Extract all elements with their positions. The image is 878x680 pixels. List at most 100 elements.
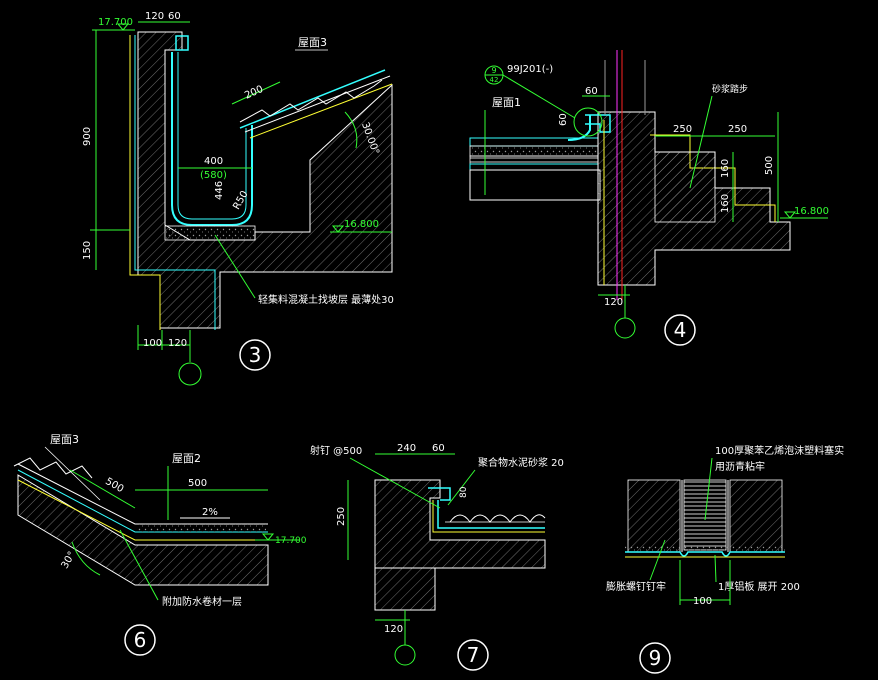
detail4-dim-500: 500 bbox=[764, 156, 775, 175]
detail6-layer-yellow bbox=[17, 479, 268, 541]
detail3-note: 轻集料混凝土找坡层 最薄处30 bbox=[258, 293, 394, 306]
detail3-gutter-inner bbox=[177, 52, 247, 220]
detail3-elev-top-marker bbox=[116, 23, 130, 31]
detail4-roof-layer-lines bbox=[469, 155, 599, 165]
detail9-tag-circle bbox=[639, 642, 671, 674]
detail6-slope: 2% bbox=[202, 507, 218, 518]
detail6-slab bbox=[17, 474, 269, 586]
detail9-note-leader bbox=[704, 457, 713, 521]
detail6-tag-circle bbox=[124, 624, 156, 656]
detail9-base-dots bbox=[625, 546, 785, 552]
detail3-dim-120b: 120 bbox=[168, 338, 187, 349]
detail3-dim-900: 900 bbox=[82, 127, 93, 146]
detail3-dim-400: 400 bbox=[204, 156, 223, 167]
detail9-note4-leader bbox=[714, 554, 717, 583]
detail3-elev-top: 17.700 bbox=[98, 17, 133, 28]
detail3-waterproof-2 bbox=[134, 35, 216, 330]
detail3-elev-bottom: 16.800 bbox=[344, 219, 379, 230]
detail3-tiles bbox=[239, 79, 383, 123]
detail3-fill-layer bbox=[164, 225, 256, 241]
detail9-wall-right bbox=[729, 479, 783, 553]
detail-6: 屋面3 屋面2 500 500 2% 17.700 30° 附加防水卷材一层 6 bbox=[13, 433, 307, 656]
detail6-elev-marker bbox=[261, 533, 275, 541]
detail6-angle: 30° bbox=[60, 550, 78, 571]
detail3-angle-arc bbox=[344, 111, 358, 149]
detail4-tag-circle bbox=[664, 314, 696, 346]
detail4-dim-60a: 60 bbox=[585, 86, 598, 97]
detail-9: 100厚聚苯乙烯泡沫塑料塞实 用沥青粘牢 膨胀螺钉钉牢 1厚铝板 展开 200 … bbox=[606, 444, 844, 674]
detail9-aluminium bbox=[625, 551, 785, 557]
detail4-dim-160b: 160 bbox=[720, 194, 731, 213]
detail7-dim-80: 80 bbox=[459, 486, 469, 498]
detail4-dim-160a: 160 bbox=[720, 159, 731, 178]
detail7-dim-60: 60 bbox=[432, 443, 445, 454]
detail9-foam bbox=[683, 479, 727, 551]
detail6-dim-500a-line bbox=[69, 469, 136, 509]
detail4-bubble-top: 9 bbox=[491, 66, 496, 75]
detail9-dim-100: 100 bbox=[693, 596, 712, 607]
detail4-cap bbox=[585, 114, 611, 133]
detail7-tiles bbox=[449, 514, 546, 523]
detail4-step-outline bbox=[650, 134, 776, 222]
detail7-mortar-leader bbox=[447, 469, 476, 506]
detail7-dim-120: 120 bbox=[384, 624, 403, 635]
detail6-tiles bbox=[13, 457, 93, 479]
detail3-elev-bottom-marker bbox=[331, 225, 345, 233]
detail4-ref-leader bbox=[502, 74, 576, 119]
detail3-tag-circle bbox=[239, 339, 271, 371]
detail3-roof-layer-3 bbox=[249, 83, 393, 139]
detail3-gutter bbox=[171, 52, 253, 226]
detail4-elev: 16.800 bbox=[794, 206, 829, 217]
detail6-roof2: 屋面2 bbox=[172, 452, 201, 465]
detail-4: 9 42 99J201(-) 60 60 屋面1 砂浆踏步 250 250 50… bbox=[469, 50, 829, 346]
detail4-dim-120: 120 bbox=[604, 297, 623, 308]
detail4-step-block bbox=[654, 151, 716, 223]
detail4-dim-250b: 250 bbox=[728, 124, 747, 135]
detail3-waterproof bbox=[129, 35, 161, 330]
detail3-dim-r50: R50 bbox=[231, 189, 250, 212]
detail3-dim-580: (580) bbox=[200, 170, 227, 181]
detail3-dim-120: 120 bbox=[145, 11, 164, 22]
detail4-step-leader bbox=[689, 95, 713, 189]
detail3-dim-60: 60 bbox=[168, 11, 181, 22]
detail6-roof3-leader bbox=[44, 446, 101, 501]
detail4-dim-250a: 250 bbox=[673, 124, 692, 135]
detail9-wall-left bbox=[627, 479, 681, 553]
detail7-concrete bbox=[374, 479, 546, 611]
detail3-roof-layer-2 bbox=[244, 75, 391, 133]
detail9-tag: 9 bbox=[649, 646, 662, 670]
detail7-nail-leader bbox=[349, 457, 441, 509]
detail4-step-label: 砂浆踏步 bbox=[712, 83, 748, 95]
detail6-tag: 6 bbox=[134, 628, 147, 652]
detail3-dim-100: 100 bbox=[143, 338, 162, 349]
detail3-dim-200-line bbox=[231, 81, 281, 105]
detail7-axis-bubble bbox=[394, 644, 416, 666]
detail9-note4: 1厚铝板 展开 200 bbox=[718, 580, 800, 593]
detail3-gutter-cap bbox=[175, 35, 189, 51]
detail7-tag: 7 bbox=[467, 643, 480, 667]
detail3-dim-150: 150 bbox=[82, 241, 93, 260]
detail4-elev-marker bbox=[783, 211, 797, 219]
detail-3: 120 60 17.700 900 150 200 屋面3 400 (580) … bbox=[82, 11, 394, 386]
detail4-roof-label: 屋面1 bbox=[492, 96, 521, 109]
detail4-dim-60b: 60 bbox=[558, 113, 569, 126]
detail4-flashing bbox=[567, 115, 591, 141]
detail7-flashing-cyan bbox=[437, 500, 545, 529]
detail9-note3: 膨胀螺钉钉牢 bbox=[606, 580, 666, 593]
detail-7: 240 60 射钉 @500 聚合物水泥砂浆 20 80 250 120 7 bbox=[310, 443, 564, 671]
detail7-dim-250: 250 bbox=[336, 507, 347, 526]
detail4-ref: 99J201(-) bbox=[507, 64, 553, 75]
detail7-cap bbox=[428, 487, 451, 501]
detail3-axis-bubble bbox=[178, 362, 202, 386]
detail6-note-leader bbox=[119, 529, 159, 601]
detail3-dim-446: 446 bbox=[214, 181, 225, 200]
detail7-flashing bbox=[432, 500, 545, 533]
detail6-elev: 17.700 bbox=[275, 536, 307, 546]
detail4-bubble-bottom: 42 bbox=[490, 76, 499, 84]
detail6-roof3: 屋面3 bbox=[50, 433, 79, 446]
detail4-detail-circle bbox=[573, 107, 603, 137]
detail6-angle-arc bbox=[71, 541, 101, 576]
detail4-roof-slab bbox=[469, 169, 601, 201]
detail6-dim-500b: 500 bbox=[188, 478, 207, 489]
